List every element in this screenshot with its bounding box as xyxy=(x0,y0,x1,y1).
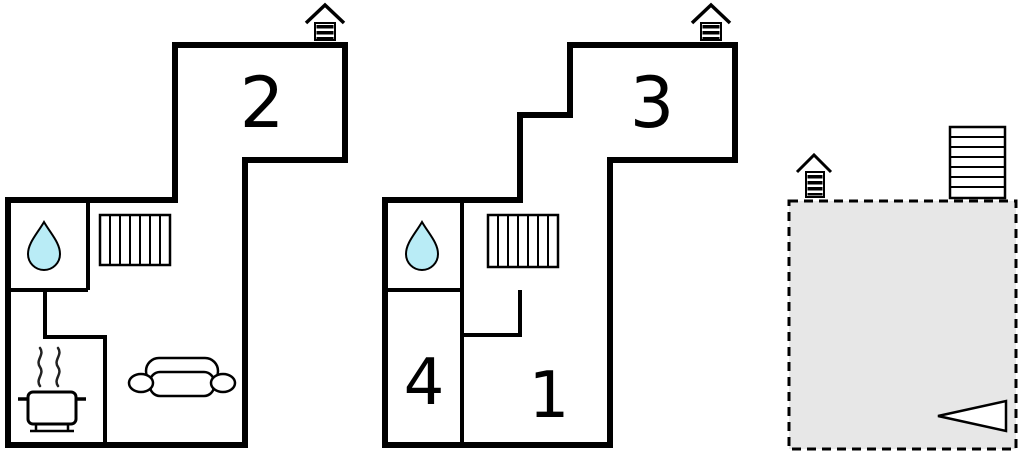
unit-left-outline xyxy=(5,42,348,448)
stairs-icon xyxy=(98,213,172,267)
chimney-icon xyxy=(795,152,833,198)
sofa-icon xyxy=(127,356,237,398)
chimney-stripe xyxy=(316,25,334,29)
room-1-label: 1 xyxy=(529,359,570,433)
chimney-roof xyxy=(795,152,833,174)
terrace xyxy=(787,125,1018,451)
water-drop-shape xyxy=(26,220,62,271)
stairs-icon xyxy=(948,125,1007,200)
stairs-steps xyxy=(109,215,161,265)
unit-left: 2 xyxy=(5,2,348,448)
unit-middle: 3 4 1 xyxy=(382,2,738,448)
room-4-label: 4 xyxy=(404,346,445,420)
sofa-seat xyxy=(148,370,216,398)
chimney-stripe xyxy=(702,37,720,40)
chimney-stripe xyxy=(807,181,823,185)
chimney-stripe xyxy=(316,31,334,35)
steam-line xyxy=(55,346,61,388)
room-3-label: 3 xyxy=(630,62,675,144)
direction-arrow-icon xyxy=(937,399,1008,433)
unit-left-partitions xyxy=(8,200,107,445)
chimney-roof xyxy=(690,2,732,25)
unit-middle-partitions xyxy=(385,200,522,445)
pot-body xyxy=(26,390,78,426)
steam-line xyxy=(37,346,43,388)
unit-middle-outline xyxy=(382,42,738,448)
room-2-label: 2 xyxy=(240,62,285,144)
water-drop-icon xyxy=(26,220,62,271)
stairs-outline xyxy=(98,213,172,267)
chimney-stripe xyxy=(316,37,334,40)
water-drop-shape xyxy=(404,220,440,271)
water-drop-icon xyxy=(404,220,440,271)
chimney-stripe xyxy=(807,193,823,196)
stairs-outline xyxy=(486,213,560,269)
stove-icon xyxy=(18,346,86,433)
stairs-icon xyxy=(486,213,560,269)
stairs-steps xyxy=(497,215,549,267)
chimney-icon xyxy=(690,2,732,41)
sofa-arm-right xyxy=(209,372,237,394)
chimney-stripe xyxy=(702,25,720,29)
chimney-stripe xyxy=(807,175,823,179)
chimney-roof xyxy=(304,2,346,25)
stairs-steps xyxy=(950,136,1005,188)
pot-stand xyxy=(30,424,74,433)
chimney-stripe xyxy=(807,187,823,191)
chimney-stripe xyxy=(702,31,720,35)
chimney-icon xyxy=(304,2,346,41)
sofa-arm-left xyxy=(127,372,155,394)
